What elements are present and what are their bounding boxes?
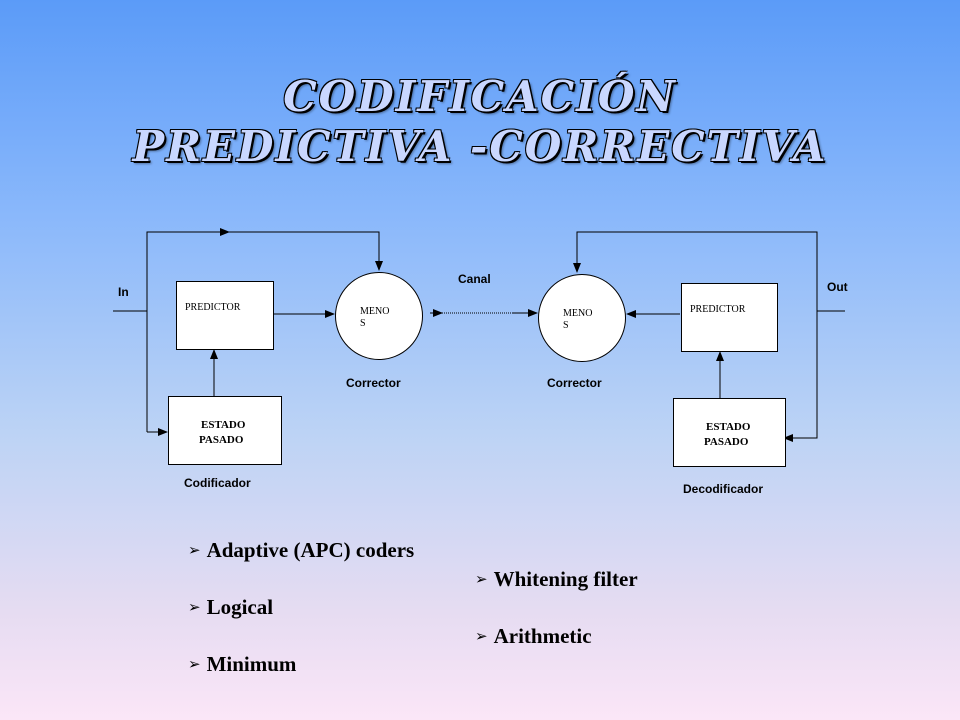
feedforward-wire	[146, 228, 230, 432]
bullet-item-arithmetic: ➢ Arithmetic	[475, 624, 592, 649]
decoder-caption: Decodificador	[683, 482, 764, 496]
bullet-text: Minimum	[206, 652, 297, 676]
bullet-text: Arithmetic	[493, 624, 592, 648]
arrow-bullet-icon: ➢	[475, 570, 488, 588]
output-label: Out	[827, 280, 848, 294]
title-line-1: CODIFICACIÓN	[283, 72, 677, 121]
pasado-label-decoder: PASADO	[704, 436, 749, 448]
arrow-bullet-icon: ➢	[188, 541, 201, 559]
bullet-item-logical: ➢ Logical	[188, 595, 273, 620]
menos-label-encoder: MENO S	[360, 306, 390, 329]
arrow-bullet-icon: ➢	[188, 598, 201, 616]
bullet-item-adaptive: ➢ Adaptive (APC) coders	[188, 538, 414, 563]
predictor-label-decoder: PREDICTOR	[690, 304, 746, 315]
pasado-label-encoder: PASADO	[199, 434, 244, 446]
estado-label-encoder: ESTADO	[201, 419, 246, 431]
input-label: In	[118, 285, 129, 299]
estado-pasado-box-encoder: ESTADO PASADO	[168, 396, 282, 465]
predictor-label-encoder: PREDICTOR	[185, 302, 241, 313]
bullet-text: Logical	[206, 595, 274, 619]
estado-label-decoder: ESTADO	[706, 421, 751, 433]
encoder-caption: Codificador	[184, 476, 251, 490]
title-line-2: PREDICTIVA -CORRECTIVA	[132, 122, 828, 171]
bullet-item-minimum: ➢ Minimum	[188, 652, 296, 677]
predictor-box-decoder: PREDICTOR	[681, 283, 778, 352]
bullet-text: Whitening filter	[493, 567, 638, 591]
arrow-bullet-icon: ➢	[475, 627, 488, 645]
predictor-box-encoder: PREDICTOR	[176, 281, 274, 350]
estado-pasado-box-decoder: ESTADO PASADO	[673, 398, 786, 467]
menos-subtractor-encoder: MENO S	[335, 272, 423, 360]
channel-label: Canal	[458, 272, 491, 286]
menos-label-decoder: MENO S	[563, 308, 593, 331]
feedback-wire-decoder	[783, 311, 818, 442]
bullet-text: Adaptive (APC) coders	[206, 538, 415, 562]
corrector-label-decoder: Corrector	[547, 376, 602, 390]
corrector-label-encoder: Corrector	[346, 376, 401, 390]
arrow-bullet-icon: ➢	[188, 655, 201, 673]
feedback-wire-top-decoder	[573, 231, 818, 311]
feedforward-wire-tail	[229, 231, 383, 271]
bullet-item-whitening: ➢ Whitening filter	[475, 567, 638, 592]
menos-subtractor-decoder: MENO S	[538, 274, 626, 362]
